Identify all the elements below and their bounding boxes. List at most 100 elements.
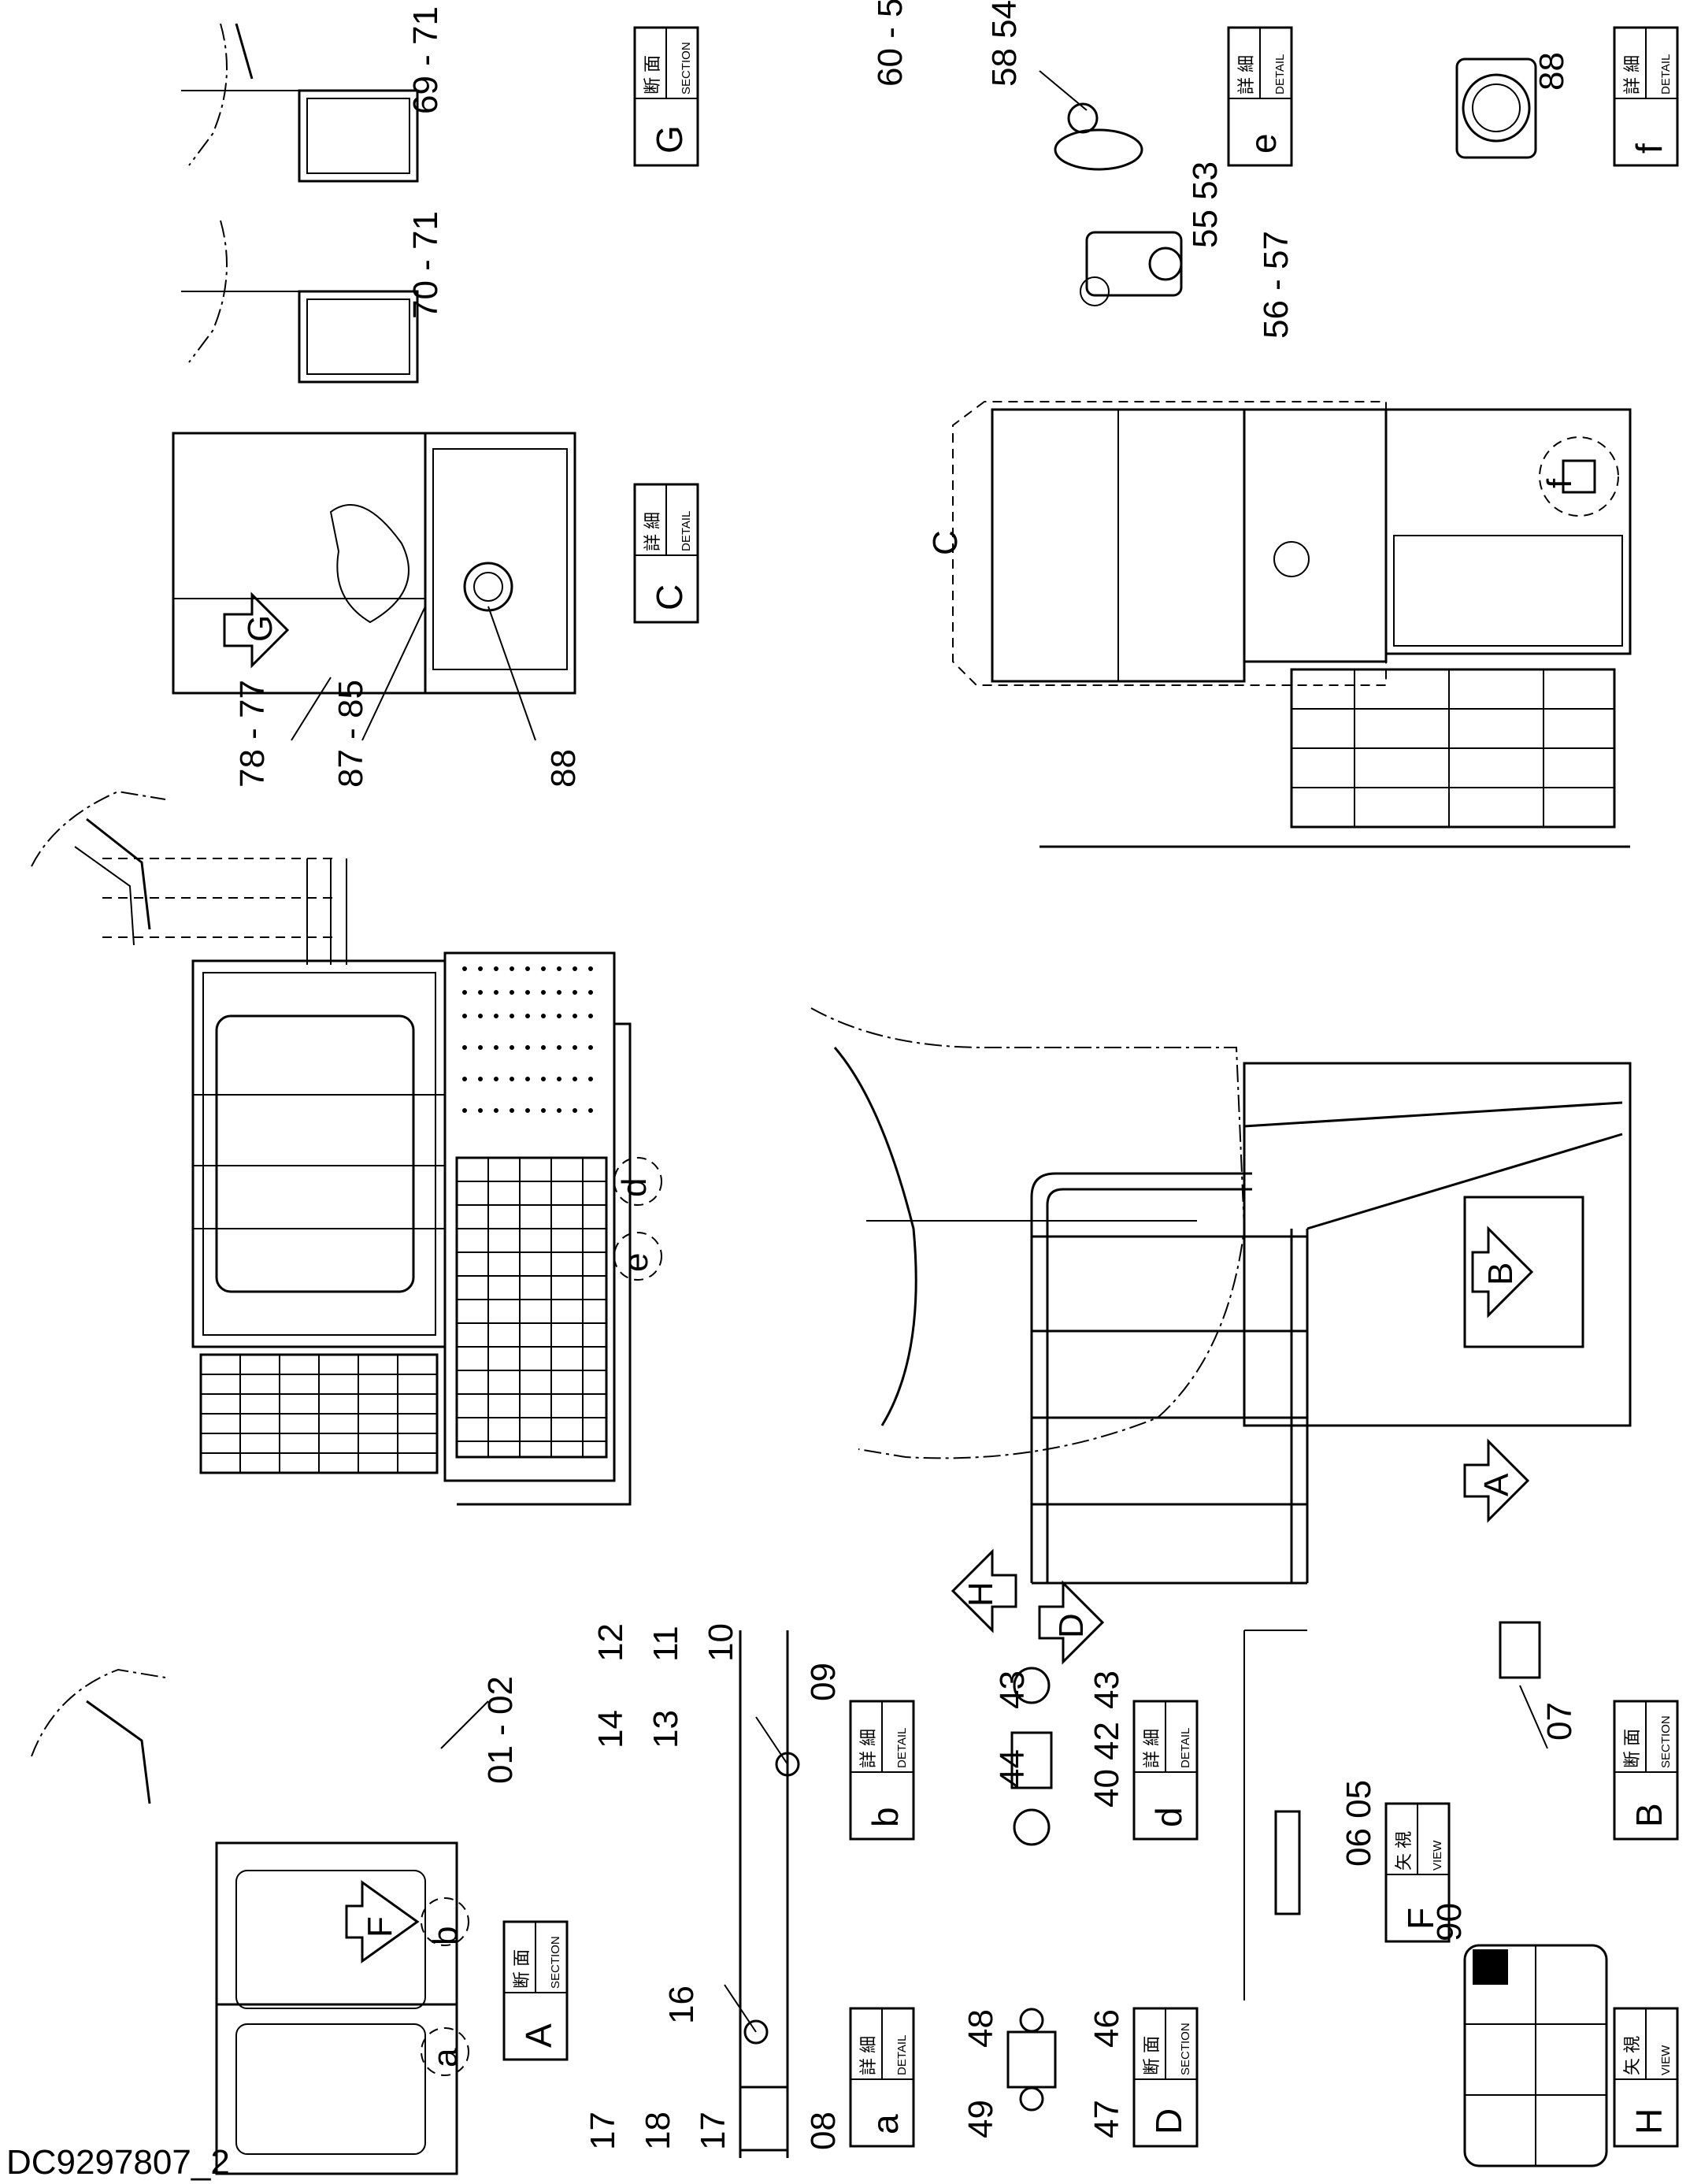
callout-40: 40	[1088, 1769, 1126, 1808]
section-a-plan: F b a 01 - 02	[31, 1668, 520, 2175]
top-dashed-structure	[102, 858, 347, 965]
label-english: SECTION	[549, 1936, 562, 1989]
callout-08: 08	[804, 2112, 843, 2150]
label-box-b-section: 断 面 SECTION B	[1613, 1700, 1679, 1841]
callout-17b: 17	[694, 2112, 732, 2150]
label-kanji: 矢 視	[1622, 2036, 1642, 2075]
label-english: DETAIL	[1179, 1728, 1192, 1768]
label-letter: d	[1148, 1807, 1189, 1827]
label-kanji: 矢 視	[1394, 1831, 1414, 1871]
detail-d-marker: d	[615, 1178, 654, 1197]
callout-18: 18	[639, 2112, 677, 2150]
label-letter: e	[1243, 133, 1284, 154]
bracket-small	[1080, 231, 1183, 306]
handle-small	[1054, 102, 1143, 171]
detail-e-marker: e	[617, 1253, 655, 1272]
label-letter: b	[865, 1807, 906, 1827]
detail-c-marker: C	[926, 530, 965, 555]
detail-f-marker: f	[1540, 478, 1579, 488]
callout-48: 48	[962, 2009, 1000, 2048]
callout-13: 13	[647, 1710, 685, 1748]
label-english: SECTION	[680, 42, 693, 95]
label-kanji: 断 面	[512, 1949, 532, 1989]
label-english: VIEW	[1431, 1840, 1444, 1871]
callout-16: 16	[662, 1986, 701, 2024]
detail-b-marker: b	[426, 1926, 465, 1945]
label-kanji: 断 面	[1142, 2036, 1162, 2075]
label-english: VIEW	[1659, 2045, 1673, 2075]
callout-46: 46	[1088, 2009, 1126, 2048]
callout-87-85: 87 - 85	[332, 680, 370, 788]
callout-11: 11	[647, 1626, 685, 1662]
callout-14: 14	[591, 1710, 630, 1748]
callout-43a: 43	[993, 1670, 1032, 1709]
label-box-h-view: 矢 視 VIEW H	[1613, 2007, 1679, 2148]
label-kanji: 詳 細	[858, 2036, 878, 2075]
perforated-panel	[462, 966, 593, 1113]
label-box-f-view: 矢 視 VIEW F	[1384, 1802, 1451, 1943]
callout-17a: 17	[584, 2112, 622, 2150]
label-letter: B	[1629, 1803, 1670, 1827]
plan-view-main: d e	[31, 790, 662, 1506]
view-f-marker: F	[361, 1916, 399, 1937]
callout-70-71: 70 - 71	[406, 211, 445, 319]
callout-01-02: 01 - 02	[481, 1676, 520, 1784]
label-box-e: 詳 細 DETAIL e	[1227, 26, 1293, 167]
label-letter: C	[649, 584, 690, 610]
label-letter: A	[518, 2023, 559, 2048]
view-h-marker: H	[962, 1581, 1000, 1607]
label-kanji: 断 面	[643, 55, 662, 95]
view-b-marker: B	[1481, 1263, 1520, 1285]
label-letter: H	[1629, 2108, 1670, 2134]
label-english: DETAIL	[895, 2035, 909, 2075]
callout-88a: 88	[544, 749, 583, 788]
label-kanji: 断 面	[1622, 1729, 1642, 1768]
label-letter: f	[1629, 143, 1670, 154]
callout-10: 10	[702, 1623, 740, 1662]
callout-78-77: 78 - 77	[233, 680, 272, 788]
view-d-marker: D	[1052, 1613, 1091, 1638]
label-box-b-detail: 詳 細 DETAIL b	[849, 1700, 915, 1841]
callout-12: 12	[591, 1623, 630, 1662]
view-g-marker: G	[241, 615, 280, 642]
label-kanji: 詳 細	[858, 1729, 878, 1768]
grating-grid	[455, 1156, 608, 1459]
handrail	[1030, 1101, 1623, 1585]
view-a-marker: A	[1477, 1473, 1516, 1496]
label-box-a-detail: 詳 細 DETAIL a	[849, 2007, 915, 2148]
callout-60-59: 60 - 59	[871, 0, 910, 87]
label-kanji: 詳 細	[1622, 55, 1642, 95]
label-box-d-section: 断 面 SECTION D	[1132, 2007, 1199, 2148]
section-d-detail-d	[1006, 1667, 1057, 2112]
flange-f	[1455, 57, 1537, 159]
callout-07: 07	[1540, 1702, 1579, 1741]
label-box-a-section: 断 面 SECTION A	[502, 1920, 569, 2061]
label-kanji: 詳 細	[643, 512, 662, 551]
detail-a-b	[724, 1630, 800, 2158]
label-letter: D	[1148, 2108, 1189, 2134]
callout-88b: 88	[1532, 52, 1571, 91]
document-id: DC9297807_2	[6, 2143, 230, 2182]
callout-09: 09	[804, 1663, 843, 1701]
callout-42: 42	[1088, 1722, 1126, 1760]
callout-49: 49	[962, 2100, 1000, 2138]
label-box-f: 詳 細 DETAIL f	[1613, 26, 1679, 167]
label-english: DETAIL	[895, 1728, 909, 1768]
dot-grid	[462, 966, 593, 1113]
label-english: DETAIL	[1273, 54, 1287, 95]
callout-55-53: 55 53	[1186, 161, 1225, 248]
side-view-c: f C 55 53 56 - 57 60 - 59 58 54	[871, 0, 1632, 848]
callout-06-05: 06 05	[1340, 1780, 1378, 1867]
callout-56-57: 56 - 57	[1257, 231, 1295, 339]
section-g-views: 69 - 71 70 - 71 G 78 - 77 87 - 85 88	[172, 6, 583, 788]
label-letter: a	[865, 2114, 906, 2134]
callout-43b: 43	[1088, 1670, 1126, 1709]
label-kanji: 詳 細	[1142, 1729, 1162, 1768]
label-english: DETAIL	[680, 511, 693, 551]
label-box-g: 断 面 SECTION G	[633, 26, 699, 167]
label-letter: F	[1400, 1908, 1441, 1930]
callout-47: 47	[1088, 2100, 1126, 2138]
lower-grating	[199, 1353, 439, 1474]
cab-side-view: B H D A	[810, 1007, 1632, 1665]
